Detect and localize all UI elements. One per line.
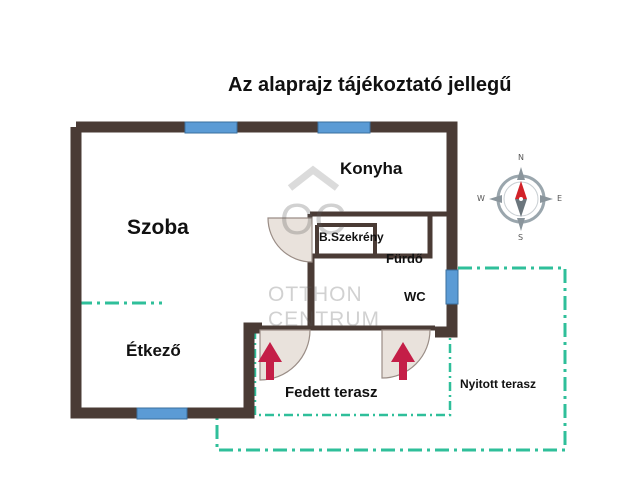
compass-east-label: E: [557, 194, 563, 203]
compass-icon: [489, 167, 553, 231]
window-top-left: [184, 121, 238, 134]
room-label-b-szekreny: B.Szekrény: [319, 230, 384, 244]
room-label-szoba: Szoba: [127, 216, 189, 239]
compass-north-label: N: [518, 153, 524, 162]
entry-arrow-right: [391, 342, 415, 380]
room-label-etkezo: Étkező: [126, 341, 181, 360]
window-bottom: [136, 407, 188, 420]
room-label-furdo: Fürdő: [386, 251, 423, 266]
compass-south-label: S: [518, 233, 524, 242]
watermark-text: OTTHON CENTRUM: [268, 283, 380, 331]
windows: [136, 121, 459, 420]
entry-arrows: [258, 342, 415, 380]
watermark-roof: [287, 165, 340, 191]
window-wc: [445, 269, 459, 305]
entry-arrow-left: [258, 342, 282, 380]
open-terrace-outline: [78, 266, 567, 452]
room-label-nyitott-terasz: Nyitott terasz: [460, 377, 537, 391]
covered-terrace-outline: [253, 330, 452, 417]
room-label-fedett-terasz: Fedett terasz: [285, 384, 378, 401]
room-label-konyha: Konyha: [340, 159, 403, 178]
exterior-walls: [70, 121, 458, 419]
watermark-monogram: OC: [280, 195, 346, 244]
compass-west-label: W: [477, 194, 485, 203]
window-top-right: [317, 121, 371, 134]
plan-disclaimer-title: Az alaprajz tájékoztató jellegű: [228, 74, 512, 96]
room-label-wc: WC: [404, 289, 426, 304]
door-wardrobe: [267, 217, 313, 263]
